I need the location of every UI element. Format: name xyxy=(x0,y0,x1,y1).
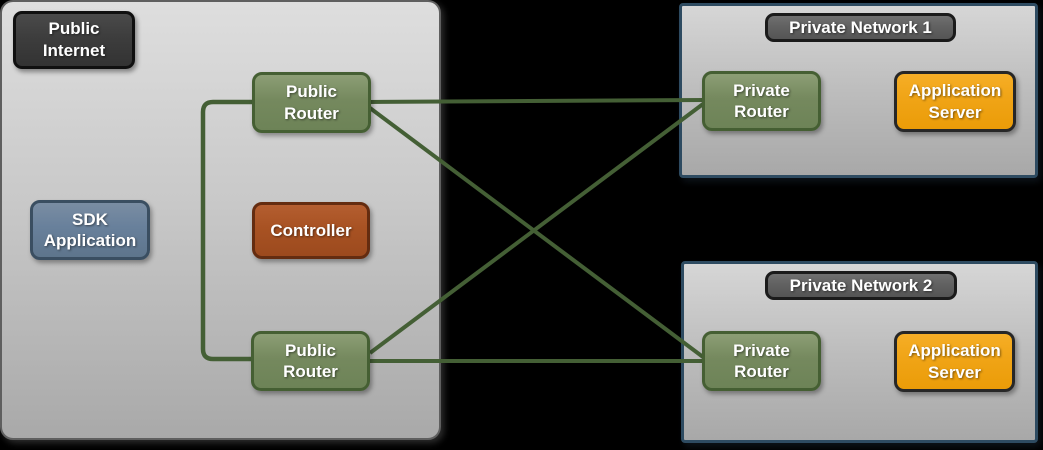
public-internet-label-text: Public Internet xyxy=(42,19,106,60)
private-router-1-label: Private Router xyxy=(733,80,790,121)
sdk-application-node: SDK Application xyxy=(30,200,150,260)
private-network-2-label: Private Network 2 xyxy=(765,271,957,300)
private-network-2-label-text: Private Network 2 xyxy=(789,275,933,295)
application-server-2-label: Application Server xyxy=(908,341,1001,382)
application-server-1-label: Application Server xyxy=(908,81,1002,122)
private-router-1-node: Private Router xyxy=(702,71,821,131)
public-internet-label: Public Internet xyxy=(13,11,135,69)
private-router-2-label: Private Router xyxy=(733,340,790,381)
private-router-2-node: Private Router xyxy=(702,331,821,391)
private-network-1-label: Private Network 1 xyxy=(765,13,956,42)
sdk-application-label: SDK Application xyxy=(43,209,137,250)
application-server-2-node: Application Server xyxy=(894,331,1015,392)
public-router-1-label: Public Router xyxy=(284,82,339,123)
controller-label: Controller xyxy=(270,220,352,240)
private-network-1-label-text: Private Network 1 xyxy=(789,17,932,37)
controller-node: Controller xyxy=(252,202,370,259)
public-router-2-label: Public Router xyxy=(283,340,338,381)
application-server-1-node: Application Server xyxy=(894,71,1016,132)
public-router-1-node: Public Router xyxy=(252,72,371,133)
public-router-2-node: Public Router xyxy=(251,331,370,391)
